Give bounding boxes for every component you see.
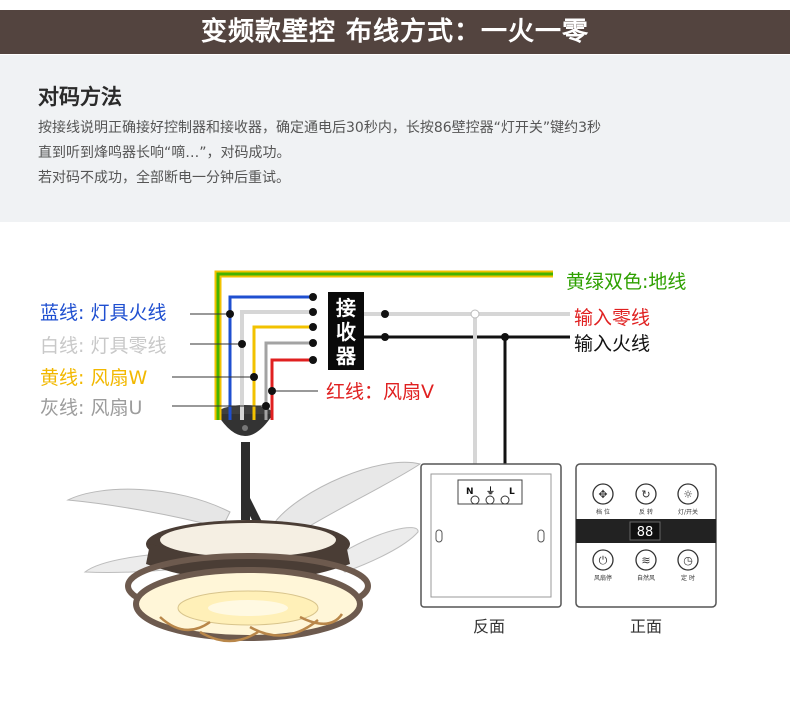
back-panel: N ⏚ L 反面 <box>420 463 562 636</box>
wires <box>214 270 570 490</box>
instruction-line-2: 直到听到烽鸣器长响“嘀…”，对码成功。 <box>38 145 291 161</box>
terminal-n: N <box>466 487 474 497</box>
header-bar <box>0 10 790 54</box>
mount-hole-right <box>537 529 545 543</box>
btn-label-reverse: 反 转 <box>639 508 653 516</box>
instruction-line-3: 若对码不成功，全部断电一分钟后重试。 <box>38 170 290 186</box>
reverse-button-icon[interactable] <box>635 483 657 505</box>
front-panel-caption: 正面 <box>630 617 662 636</box>
receiver-body <box>328 292 364 370</box>
terminal-l: L <box>509 487 515 497</box>
wire-red <box>270 358 313 420</box>
btn-label-light: 灯/开关 <box>678 508 698 516</box>
wire-yellow <box>252 325 313 420</box>
receiver-char-2: 收 <box>336 320 356 344</box>
timer-button-icon[interactable] <box>677 549 699 571</box>
btn-label-timer: 定 时 <box>681 574 695 582</box>
natural-wind-button-icon[interactable] <box>635 549 657 571</box>
page-title: 变频款壁控 布线方式：一火一零 <box>200 17 590 47</box>
svg-text:⏻: ⏻ <box>599 554 608 567</box>
fan-stop-button-icon[interactable] <box>592 549 614 571</box>
back-panel-caption: 反面 <box>473 617 505 636</box>
gear-button-icon[interactable] <box>592 483 614 505</box>
svg-text:↻: ↻ <box>641 488 650 501</box>
fan-downrod <box>241 442 250 520</box>
svg-text:◷: ◷ <box>683 554 693 567</box>
label-leaders <box>172 313 318 407</box>
label-red-wire: 红线：风扇V <box>326 381 434 403</box>
wiring-svg: 接 收 器 蓝线: 灯具火线 白线: 灯具零线 黄线: 风扇W 灰线: 风扇U … <box>40 270 717 643</box>
digit-display <box>629 521 661 541</box>
label-ground-wire: 黄绿双色:地线 <box>566 271 686 293</box>
display-digits: 88 <box>637 525 654 540</box>
fan-blade-right <box>274 461 422 539</box>
wire-white <box>240 310 313 420</box>
header-banner: 变频款壁控 布线方式：一火一零 <box>0 0 790 55</box>
label-input-live: 输入火线 <box>574 333 650 355</box>
receiver-char-3: 器 <box>335 344 357 368</box>
label-yellow-wire: 黄线: 风扇W <box>40 367 147 389</box>
connection-dots <box>226 293 509 410</box>
svg-text:☼: ☼ <box>683 488 693 501</box>
fan-illustration <box>66 405 422 643</box>
label-blue-wire: 蓝线: 灯具火线 <box>40 302 166 324</box>
mount-hole-left <box>435 529 443 543</box>
instruction-line-1: 按接线说明正确接好控制器和接收器，确定通电后30秒内，长按86壁控器“灯开关”键… <box>38 120 602 136</box>
btn-label-natural-wind: 自然风 <box>637 574 655 582</box>
svg-text:✥: ✥ <box>598 488 607 501</box>
instructions-panel: 对码方法 按接线说明正确接好控制器和接收器，确定通电后30秒内，长按86壁控器“… <box>0 55 790 222</box>
svg-text:≋: ≋ <box>641 554 650 567</box>
btn-label-speed: 档 位 <box>596 508 610 516</box>
back-panel-frame <box>420 463 562 608</box>
fan-blade-left <box>66 488 231 529</box>
label-gray-wire: 灰线: 风扇U <box>40 397 142 419</box>
fan-blade-right-lower <box>329 527 419 573</box>
label-input-neutral: 输入零线 <box>574 307 650 329</box>
wire-ground <box>216 272 553 420</box>
label-white-wire: 白线: 灯具零线 <box>40 335 166 357</box>
btn-label-fan-stop: 风扇停 <box>594 574 612 582</box>
terminal-ground: ⏚ <box>486 486 495 497</box>
receiver-box: 接 收 器 <box>328 292 364 370</box>
instructions-heading: 对码方法 <box>38 85 122 109</box>
fan-branches <box>159 613 344 643</box>
front-panel: ✥ ↻ ☼ 档 位 反 转 灯/开关 88 ⏻ ≋ ◷ 风扇停 自然风 定 时 … <box>575 463 717 636</box>
receiver-char-1: 接 <box>336 296 356 320</box>
wire-blue <box>228 295 313 420</box>
light-button-icon[interactable] <box>677 483 699 505</box>
wiring-diagram: 接 收 器 蓝线: 灯具火线 白线: 灯具零线 黄线: 风扇W 灰线: 风扇U … <box>0 222 790 717</box>
wire-gray <box>264 341 313 420</box>
